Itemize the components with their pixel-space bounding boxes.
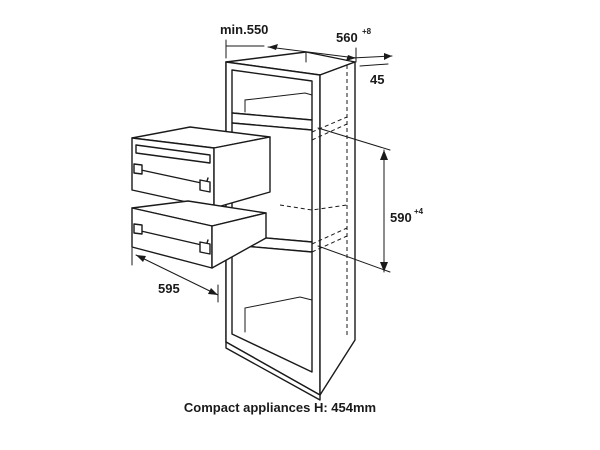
label-depth-tolerance: +8: [362, 27, 372, 36]
oven-control-strip: [135, 144, 211, 164]
compact-appliance: [131, 126, 271, 269]
dim-niche-height: [317, 127, 391, 273]
shelf-dashed-upper: [311, 116, 348, 133]
cabinet-right-side: [319, 61, 356, 396]
dim-appliance-width: [131, 247, 219, 303]
label-min-width: min.550: [220, 22, 268, 37]
oven-door-handle[interactable]: [133, 163, 211, 193]
dim-min-width: [225, 39, 265, 59]
cabinet-plinth: [225, 341, 321, 401]
label-back-gap: 45: [370, 72, 384, 87]
drawer-handle[interactable]: [133, 223, 211, 255]
shelf-dashed-lower-3: [279, 204, 348, 211]
cabinet-inner-back-upper: [244, 92, 313, 113]
label-appliance-width: 595: [158, 281, 180, 296]
cabinet-lower-opening: [231, 244, 313, 373]
oven-side: [213, 136, 271, 209]
label-niche-height: 590: [390, 210, 412, 225]
label-depth: 560: [336, 30, 358, 45]
dim-back-gap: [351, 53, 393, 67]
cabinet-inner-back-lower: [244, 296, 313, 333]
dim-depth: [267, 44, 357, 63]
drawer-side: [211, 212, 267, 269]
caption: Compact appliances H: 454mm: [183, 400, 377, 415]
label-niche-height-tolerance: +4: [414, 207, 424, 216]
